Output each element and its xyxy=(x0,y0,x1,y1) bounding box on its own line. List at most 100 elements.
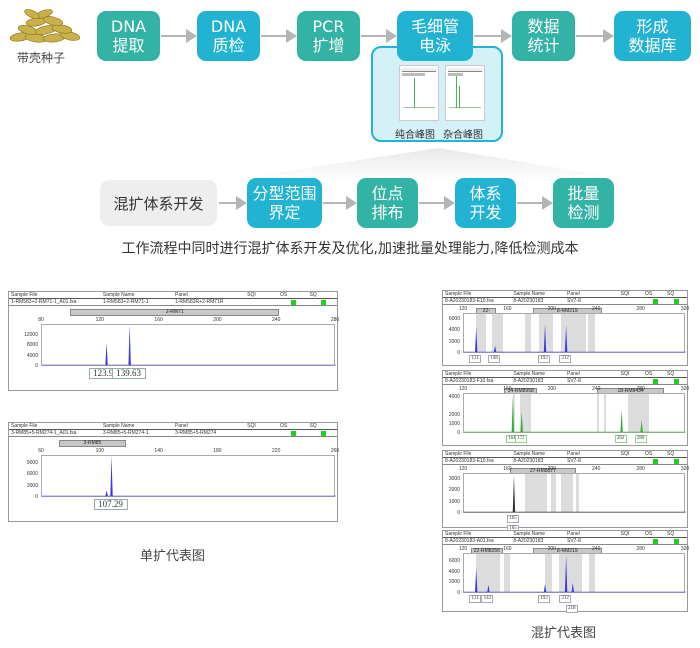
bin-shade xyxy=(503,554,510,592)
peak xyxy=(105,490,108,496)
peak-size-label: 107.29 xyxy=(93,499,128,510)
trace-svg xyxy=(42,325,336,366)
y-tick-label: 4000 xyxy=(448,394,460,401)
step-label: 位点 xyxy=(371,184,404,203)
column-header: Sample File xyxy=(445,451,472,457)
heterozygous-peak-thumbnail xyxy=(445,65,485,121)
table-cell xyxy=(619,298,643,304)
column-header: SQ xyxy=(309,292,317,298)
column-header: Sample Name xyxy=(513,451,545,457)
step-dna-qc: DNA 质检 xyxy=(197,11,260,61)
peak xyxy=(475,568,478,592)
y-tick-label: 1000 xyxy=(448,498,460,505)
peak-size-label: 193 xyxy=(538,355,551,363)
column-header: Sample Name xyxy=(513,371,545,377)
x-tick-label: 200 xyxy=(213,317,222,323)
y-tick-label: 0 xyxy=(35,363,38,369)
x-tick-label: 280 xyxy=(636,466,645,472)
step-build-database: 形成 数据库 xyxy=(614,11,691,61)
step-pcr: PCR 扩增 xyxy=(297,11,360,61)
column-header: SQI xyxy=(620,371,630,377)
peak-size-label: 131 xyxy=(469,355,482,363)
homozygous-label: 纯合峰图 xyxy=(395,130,435,141)
os-status-flag xyxy=(652,539,658,544)
heterozygous-label: 杂合峰图 xyxy=(443,130,483,141)
table-cell: 8-A20230183-E10.fsa xyxy=(445,458,494,464)
peak xyxy=(640,420,643,432)
peak xyxy=(564,324,568,352)
x-tick-label: 240 xyxy=(592,386,601,392)
bin-shade xyxy=(539,314,553,352)
expansion-fan xyxy=(230,148,630,180)
bin-shade xyxy=(597,394,600,432)
x-tick-label: 80 xyxy=(38,317,44,323)
peak xyxy=(110,456,113,496)
step-capillary-electrophoresis: 毛细管 电泳 xyxy=(397,11,473,61)
x-tick-label: 120 xyxy=(458,386,468,392)
flow-arrow xyxy=(261,29,297,43)
step-label: 形成 xyxy=(636,17,669,36)
sq-status-flag xyxy=(674,299,680,304)
step-label: 数据 xyxy=(527,17,560,36)
table-cell: 1-RM583R+2-RM71R xyxy=(174,299,224,305)
column-header: SQ xyxy=(667,451,675,457)
status-cell xyxy=(307,299,337,305)
os-status-flag xyxy=(291,300,297,305)
column-header: SQI xyxy=(247,292,256,298)
table-cell: SV7-8 xyxy=(566,458,581,464)
table-cell xyxy=(619,378,643,384)
status-cell xyxy=(665,298,687,304)
step-label: 批量 xyxy=(567,184,600,203)
peak xyxy=(487,584,490,592)
status-cell xyxy=(665,538,687,544)
status-cell xyxy=(665,458,687,464)
y-tick-label: 9000 xyxy=(26,459,38,466)
column-header: SQI xyxy=(620,291,630,297)
x-tick-label: 200 xyxy=(547,386,556,392)
x-tick-label: 120 xyxy=(458,466,468,472)
plot-area xyxy=(463,553,686,593)
electrophoresis-result-panel: 纯合峰图 杂合峰图 xyxy=(371,46,503,142)
peak-size-label: 148 xyxy=(488,355,501,363)
table-cell: 8-A20230183 xyxy=(513,378,544,384)
flow-arrow xyxy=(323,196,357,210)
bin-shade xyxy=(545,554,552,592)
bin-shade xyxy=(491,314,503,352)
y-tick-label: 2000 xyxy=(448,579,460,586)
bin-shade xyxy=(476,554,500,592)
step-label: 排布 xyxy=(371,203,404,222)
x-tick-label: 120 xyxy=(95,317,104,323)
single-amplification-caption: 单扩代表图 xyxy=(140,549,206,564)
column-header: SQ xyxy=(667,371,675,377)
y-tick-label: 6000 xyxy=(26,471,38,478)
flow-arrow xyxy=(419,196,455,210)
status-cell xyxy=(278,299,308,305)
os-status-flag xyxy=(652,459,658,464)
x-tick-label: 160 xyxy=(503,386,512,392)
sq-status-flag xyxy=(674,459,680,464)
column-header: SQI xyxy=(247,423,256,429)
y-tick-label: 0 xyxy=(457,350,460,356)
table-cell: 1-RM583+2-RM71-1_A01.fsa xyxy=(11,299,77,305)
step-label: DNA xyxy=(110,17,147,36)
table-cell: SV7-8 xyxy=(566,538,581,544)
mixed-system-development: 混扩体系开发 xyxy=(100,180,217,226)
y-tick-label: 0 xyxy=(35,494,38,500)
column-header: Panel xyxy=(566,451,580,457)
peak-size-label: 218 xyxy=(565,605,578,613)
bin-shade xyxy=(589,554,595,592)
step-label: 扩增 xyxy=(312,36,345,55)
step-label: 数据库 xyxy=(628,36,677,55)
plot-area xyxy=(463,313,686,353)
